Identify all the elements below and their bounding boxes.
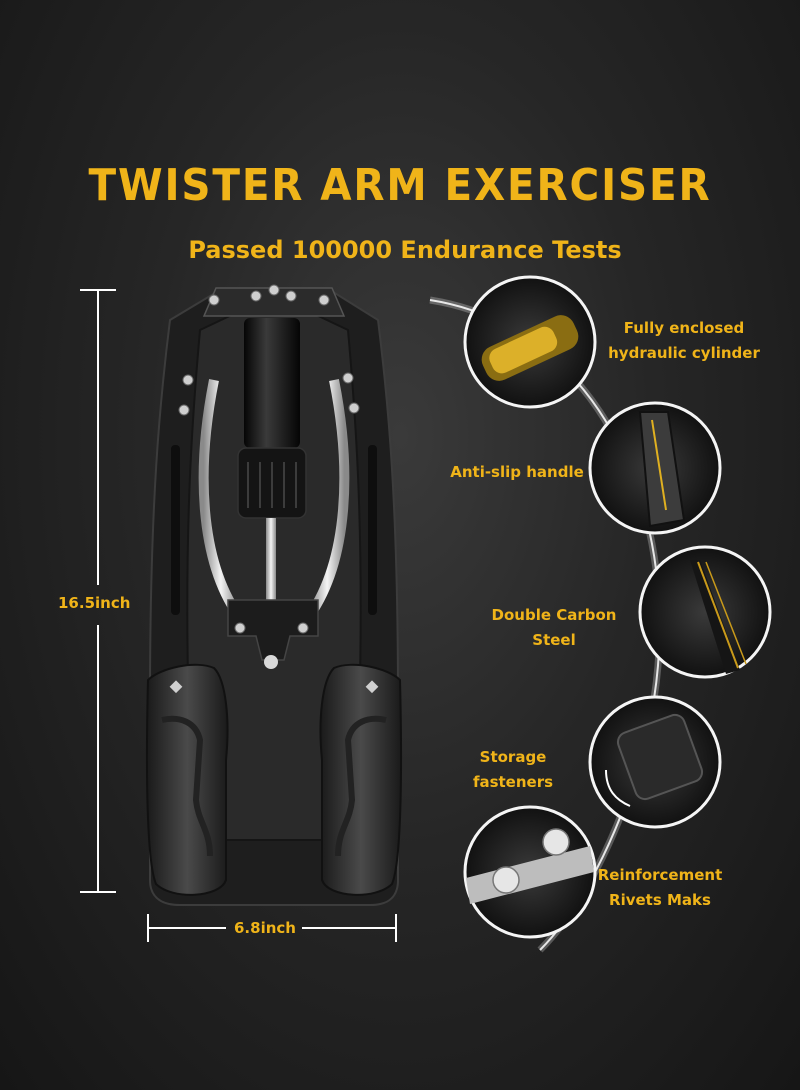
height-dimension-line [80, 289, 116, 893]
feature-label-reinforcement-rivets: Reinforcement Rivets Maks [596, 863, 724, 913]
feature-line: Anti-slip handle [450, 463, 584, 481]
feature-line: Rivets Maks [609, 891, 711, 909]
feature-label-storage-fasteners: Storage fasteners [438, 745, 588, 795]
feature-line: Double Carbon Steel [491, 606, 617, 649]
feature-line: Reinforcement [597, 866, 723, 884]
width-dimension-line [147, 914, 397, 942]
feature-label-hydraulic-cylinder: Fully enclosed hydraulic cylinder [604, 316, 764, 366]
feature-line: hydraulic cylinder [608, 344, 760, 362]
callout-anti-slip-handle [588, 401, 722, 535]
page-subtitle: Passed 100000 Endurance Tests [188, 236, 622, 264]
height-dimension-label: 16.5inch [58, 594, 131, 612]
width-dimension-label: 6.8inch [234, 919, 296, 937]
feature-line: Fully enclosed [623, 319, 745, 337]
page-title: TWISTER ARM EXERCISER [88, 160, 712, 211]
arm-exerciser-product [145, 284, 403, 906]
feature-label-double-carbon-steel: Double Carbon Steel [468, 603, 640, 653]
callout-storage-fasteners [588, 695, 722, 829]
feature-line: Storage fasteners [472, 748, 554, 791]
callout-reinforcement-rivets [463, 805, 597, 939]
callout-double-carbon-steel [638, 545, 772, 679]
feature-label-anti-slip-handle: Anti-slip handle [450, 460, 584, 485]
callout-hydraulic-cylinder [463, 275, 597, 409]
